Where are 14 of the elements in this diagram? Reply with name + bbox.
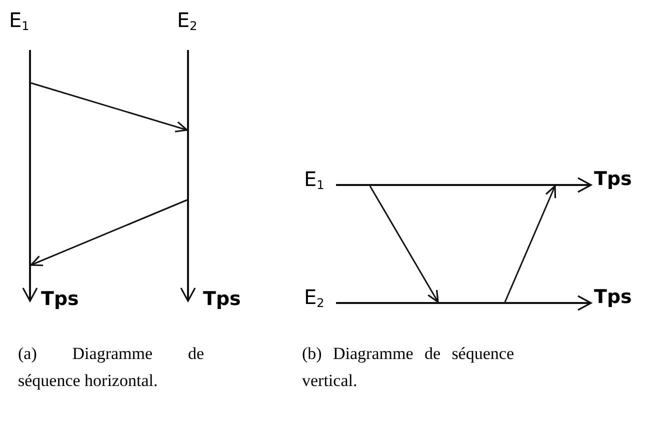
message-arrow	[30, 82, 188, 132]
message-arrow	[504, 185, 556, 302]
figure-caption: (a) Diagramme de séquence horizontal.	[18, 343, 204, 392]
entity-label: E$_{1}$	[9, 10, 30, 30]
message-arrow	[369, 186, 439, 303]
time-label: Tps	[41, 290, 79, 309]
figure-caption: (b) Diagramme de séquence vertical.	[302, 343, 514, 392]
entity-label: E$_{2}$	[304, 287, 324, 307]
time-label: Tps	[594, 288, 632, 307]
entity-label: E$_{1}$	[304, 169, 324, 189]
time-label: Tps	[203, 290, 241, 309]
entity-label: E$_{2}$	[177, 10, 198, 30]
message-arrow	[30, 199, 188, 266]
time-label: Tps	[594, 170, 632, 189]
